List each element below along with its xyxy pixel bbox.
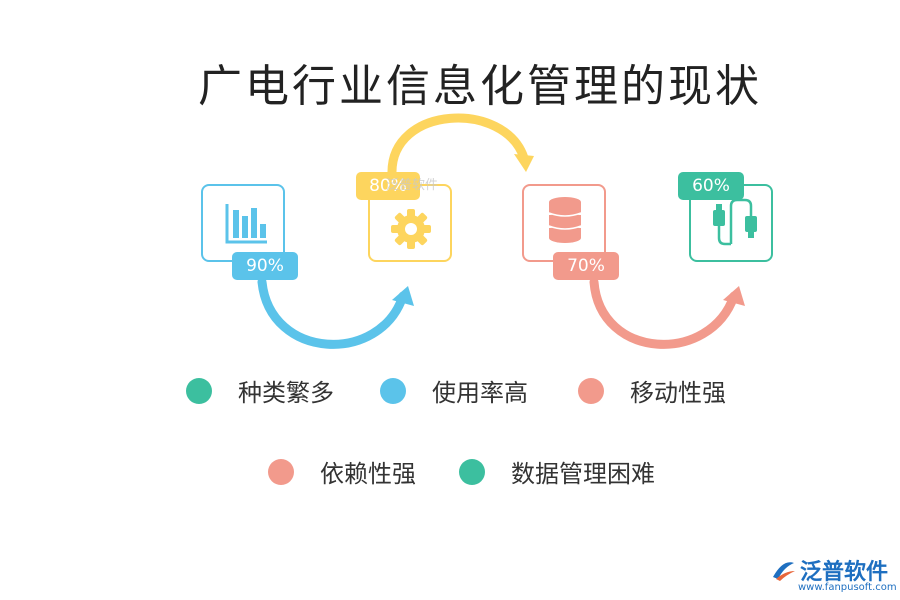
legend-item-1: 种类繁多 xyxy=(186,373,334,408)
legend-label: 移动性强 xyxy=(630,379,726,407)
gear-icon xyxy=(391,209,431,249)
legend-dot xyxy=(459,458,485,485)
database-icon xyxy=(548,197,582,243)
legend-item-5: 数据管理困难 xyxy=(459,454,655,489)
percent-tag-1: 90% xyxy=(232,252,298,280)
logo-icon xyxy=(773,562,795,581)
brand-logo: 泛普软件 xyxy=(770,554,888,586)
watermark: 泛普软件 xyxy=(386,178,439,193)
step-card-1 xyxy=(201,184,285,262)
percent-tag-3: 70% xyxy=(553,252,619,280)
logo-url: www.fanpusoft.com xyxy=(798,582,897,593)
legend-item-2: 使用率高 xyxy=(380,373,528,408)
step-card-3 xyxy=(522,184,606,262)
legend-label: 使用率高 xyxy=(432,379,528,407)
legend-label: 种类繁多 xyxy=(238,379,334,407)
percent-tag-4: 60% xyxy=(678,172,744,200)
legend-item-3: 移动性强 xyxy=(578,373,726,408)
legend-dot xyxy=(578,377,604,404)
usb-cable-icon xyxy=(713,198,757,246)
bar-chart-icon xyxy=(225,204,267,244)
legend-dot xyxy=(380,377,406,404)
page-title: 广电行业信息化管理的现状 xyxy=(198,61,762,112)
legend-label: 数据管理困难 xyxy=(511,460,655,488)
logo-name: 泛普软件 xyxy=(800,560,889,585)
legend-item-4: 依赖性强 xyxy=(268,454,416,489)
percent-tag-2: 80% xyxy=(356,172,420,200)
legend-dot xyxy=(268,458,294,485)
legend-label: 依赖性强 xyxy=(320,460,416,488)
legend-dot xyxy=(186,377,212,404)
